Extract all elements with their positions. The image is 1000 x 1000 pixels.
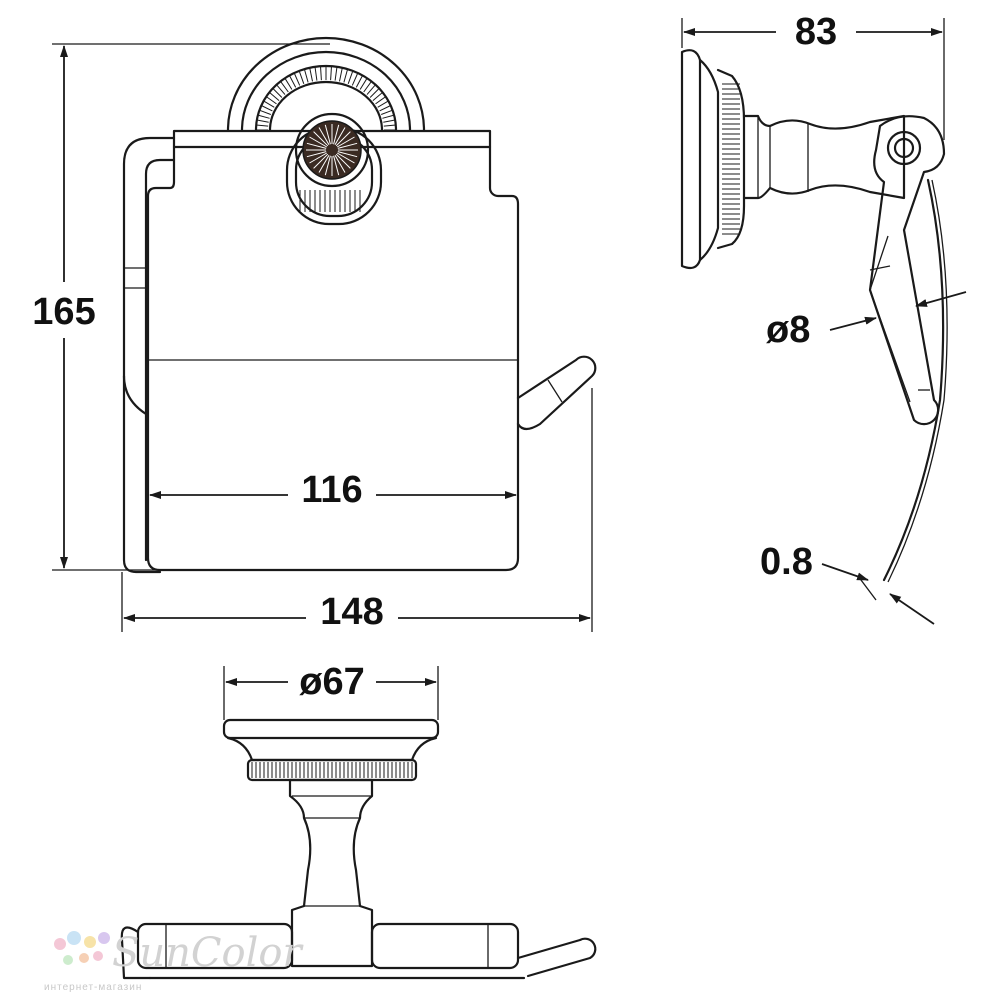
front-view: 165 116 148 [32, 36, 597, 633]
side-base [680, 49, 746, 270]
top-base [222, 718, 440, 782]
dim-base-diameter-label: ø67 [299, 661, 364, 703]
dim-depth-label: 83 [795, 11, 837, 53]
dim-overall-width: 148 [121, 388, 593, 633]
front-knob [285, 112, 383, 226]
front-rosette [226, 36, 426, 132]
watermark-dots-icon [54, 931, 110, 965]
front-rod [122, 136, 176, 574]
top-neck [288, 778, 374, 968]
dim-cover-width: 116 [149, 469, 517, 511]
dim-overall-height: 165 [32, 43, 330, 571]
dim-rod-diameter: ø8 [766, 291, 967, 351]
top-bar [120, 922, 597, 980]
dim-overall-height-label: 165 [32, 291, 95, 333]
watermark-brand: SunColor [112, 930, 304, 976]
top-ornament [251, 762, 413, 778]
dim-cover-thickness-label: 0.8 [760, 541, 813, 583]
dim-cover-width-label: 116 [301, 469, 362, 511]
watermark: SunColor интернет-магазин [44, 930, 304, 993]
side-view: 83 ø8 0.8 [680, 11, 967, 625]
side-cover-profile [882, 178, 945, 582]
rosette-ornament [256, 66, 396, 131]
top-view: ø67 [120, 661, 597, 980]
dim-rod-diameter-label: ø8 [766, 309, 810, 351]
side-arm [868, 115, 946, 426]
dim-overall-width-label: 148 [320, 591, 383, 633]
dim-base-diameter: ø67 [223, 661, 439, 720]
side-ornament [722, 83, 740, 235]
dim-cover-thickness: 0.8 [760, 541, 935, 625]
front-arm [516, 355, 597, 431]
watermark-tagline: интернет-магазин [44, 982, 142, 993]
knob-ornament [299, 124, 361, 212]
dim-depth: 83 [681, 11, 945, 140]
